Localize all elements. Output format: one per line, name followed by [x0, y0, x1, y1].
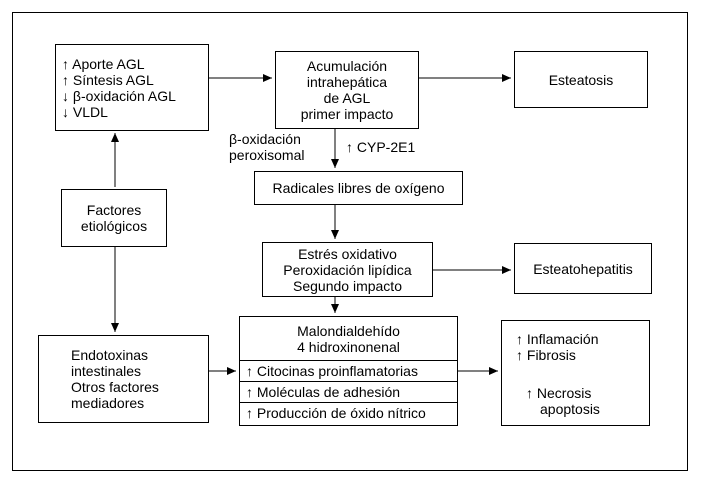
factores-line-1: Factores	[86, 202, 142, 218]
acumulacion-line-2: intrahepática	[306, 74, 388, 90]
endotoxinas-box: Endotoxinas intestinales Otros factores …	[38, 335, 209, 423]
malon-line-1: Malondialdehído	[297, 322, 400, 339]
radicales-box: Radicales libres de oxígeno	[254, 171, 463, 205]
acumulacion-box: Acumulación intrahepática de AGL primer …	[275, 51, 419, 129]
estres-line-2: Peroxidación lipídica	[283, 261, 412, 278]
peroxisomal-line-2: peroxisomal	[229, 147, 305, 163]
mediator-adhesion: ↑ Moléculas de adhesión	[240, 381, 457, 402]
acumulacion-line-4: primer impacto	[300, 106, 394, 122]
endotoxinas-line-1: Endotoxinas	[71, 347, 149, 363]
endotoxinas-line-2: intestinales	[71, 363, 142, 379]
diagram-frame	[12, 12, 688, 471]
esteatosis-box: Esteatosis	[514, 51, 648, 108]
acumulacion-line-1: Acumulación	[306, 58, 388, 74]
endotoxinas-line-4: mediadores	[71, 395, 145, 411]
estres-line-1: Estrés oxidativo	[298, 245, 397, 262]
peroxisomal-label: β-oxidación peroxisomal	[229, 131, 304, 163]
endotoxinas-line-3: Otros factores	[71, 379, 159, 395]
factores-box: Factores etiológicos	[61, 189, 167, 247]
acumulacion-line-3: de AGL	[323, 90, 371, 106]
input-sintesis: ↑ Síntesis AGL	[62, 71, 154, 88]
estres-box: Estrés oxidativo Peroxidación lipídica S…	[262, 242, 433, 297]
cyp-label: ↑ CYP-2E1	[346, 139, 416, 155]
outcome-fibrosis: ↑ Fibrosis	[516, 347, 576, 363]
outcomes-bottom: ↑ Necrosis apoptosis	[526, 385, 600, 417]
esteatohepatitis-box: Esteatohepatitis	[514, 243, 652, 294]
outcomes-box: ↑ Inflamación ↑ Fibrosis ↑ Necrosis apop…	[501, 320, 650, 426]
esteatosis-label: Esteatosis	[548, 71, 614, 88]
mediators-box: Malondialdehído 4 hidroxinonenal ↑ Citoc…	[239, 316, 458, 426]
input-vldl: ↓ VLDL	[62, 103, 108, 120]
factores-line-2: etiológicos	[80, 218, 148, 234]
outcomes-top: ↑ Inflamación ↑ Fibrosis	[516, 331, 598, 363]
input-aporte: ↑ Aporte AGL	[62, 55, 145, 72]
outcome-necrosis: ↑ Necrosis	[526, 385, 592, 401]
input-beta-oxidacion: ↓ β-oxidación AGL	[62, 87, 176, 104]
mediator-oxido-nitrico: ↑ Producción de óxido nítrico	[240, 402, 457, 423]
malon-line-2: 4 hidroxinonenal	[297, 338, 400, 355]
mediator-citocinas: ↑ Citocinas proinflamatorias	[240, 360, 457, 381]
outcome-inflamacion: ↑ Inflamación	[516, 331, 599, 347]
esteatohepatitis-label: Esteatohepatitis	[533, 260, 633, 277]
peroxisomal-line-1: β-oxidación	[229, 131, 301, 147]
outcome-apoptosis: apoptosis	[540, 401, 600, 417]
fatty-acid-inputs-box: ↑ Aporte AGL ↑ Síntesis AGL ↓ β-oxidació…	[55, 44, 209, 131]
estres-line-3: Segundo impacto	[293, 277, 402, 294]
malon-section: Malondialdehído 4 hidroxinonenal	[240, 317, 457, 360]
radicales-label: Radicales libres de oxígeno	[272, 180, 445, 196]
